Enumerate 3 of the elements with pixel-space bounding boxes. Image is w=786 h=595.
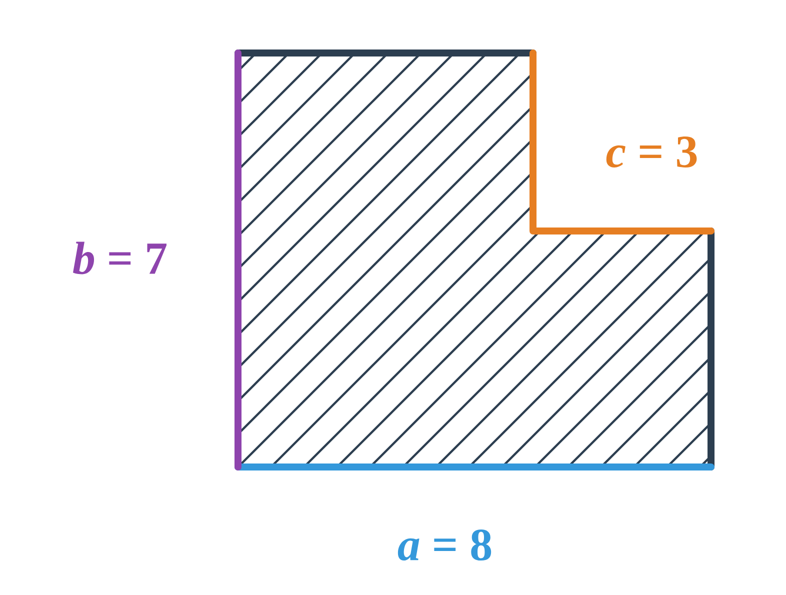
dimension-label: b = 7: [73, 242, 166, 274]
dimension-label: c = 3: [606, 136, 697, 168]
dimension-label: a = 8: [398, 529, 492, 561]
